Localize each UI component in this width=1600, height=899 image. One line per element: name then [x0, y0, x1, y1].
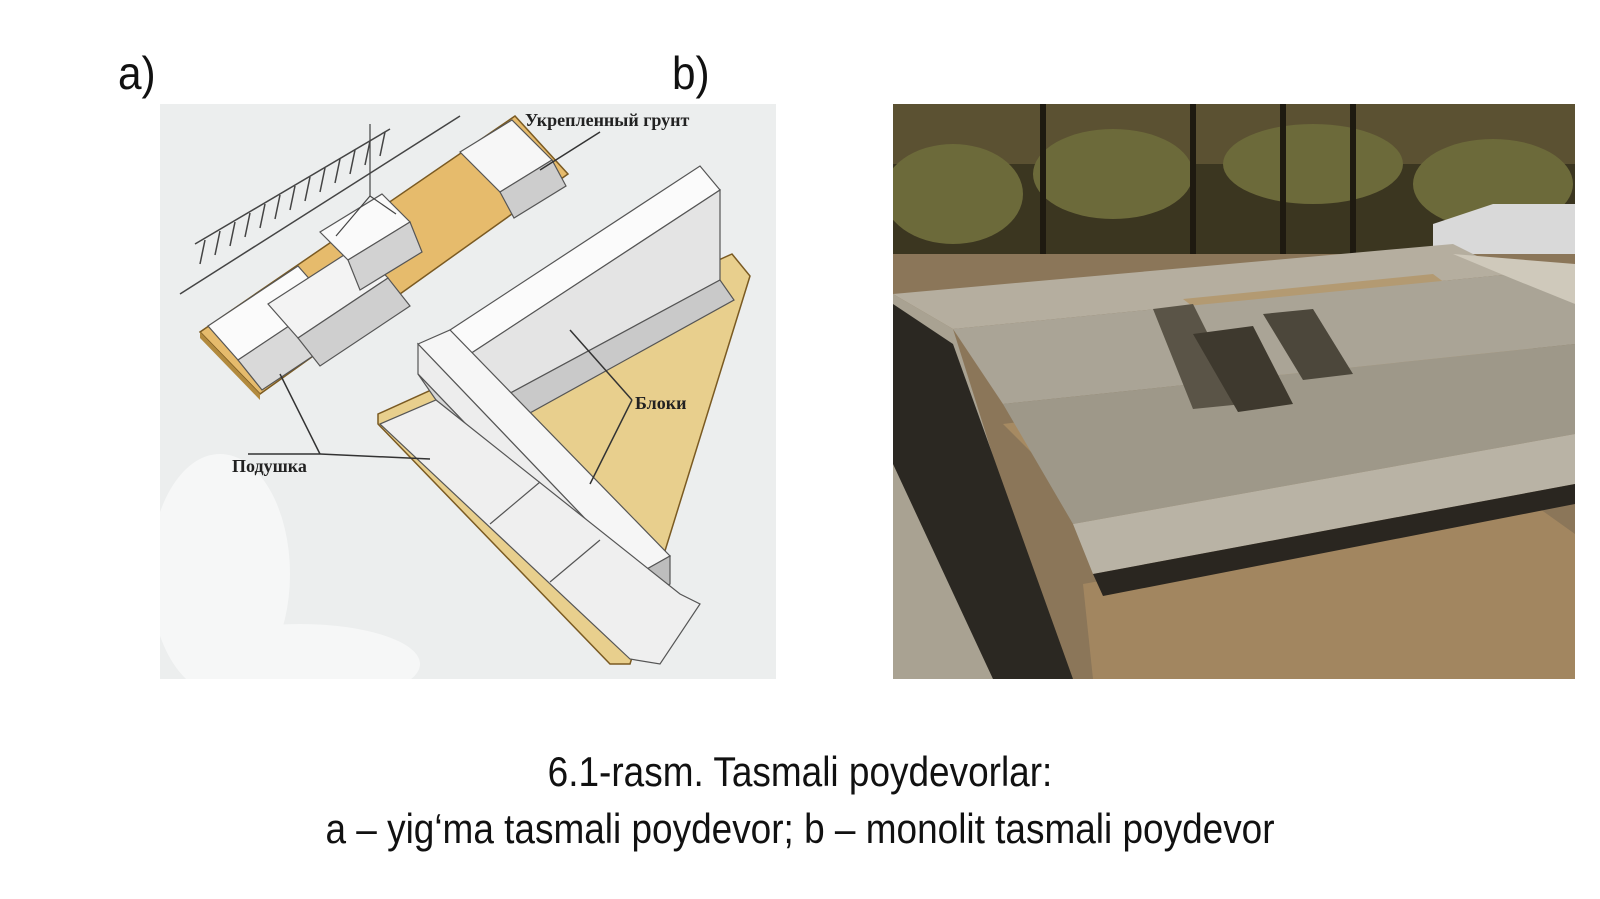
monolith-foundation-photo — [893, 104, 1575, 679]
figure-caption-description: a – yig‘ma tasmali poydevor; b – monolit… — [325, 805, 1275, 852]
annotation-cushion: Подушка — [232, 456, 307, 476]
figure-caption-title: 6.1-rasm. Tasmali poydevorlar: — [547, 748, 1053, 795]
soil-hatch-icon — [179, 115, 461, 295]
annotation-blocks: Блоки — [635, 393, 687, 413]
prefab-foundation-drawing: Укрепленный грунт Блоки Поду — [160, 104, 776, 679]
annotation-reinforced-soil: Укрепленный грунт — [525, 110, 690, 130]
panel-label-b: b) — [672, 47, 710, 99]
panel-label-a: a) — [118, 47, 156, 99]
